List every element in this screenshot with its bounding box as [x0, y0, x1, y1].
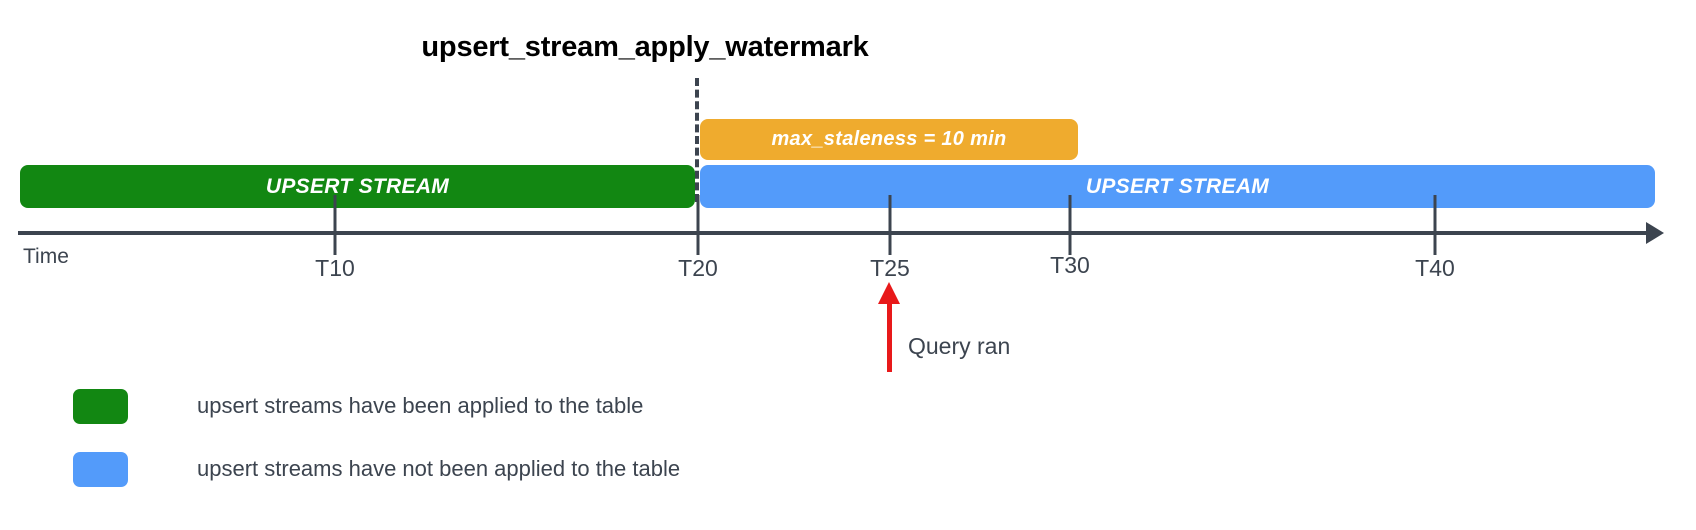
time-axis-line — [18, 231, 1654, 235]
tick-mark-t40 — [1433, 195, 1437, 255]
tick-label-t40: T40 — [1415, 255, 1455, 281]
legend-swatch-blue — [73, 451, 128, 487]
upsert-stream-unapplied-bar: UPSERT STREAM — [700, 165, 1655, 208]
legend-swatch-green — [73, 388, 128, 424]
tick-mark-t30 — [1068, 195, 1072, 255]
legend-label-unapplied: upsert streams have not been applied to … — [197, 456, 681, 481]
query-ran-arrow-shaft — [887, 300, 892, 372]
tick-mark-t25 — [888, 195, 892, 255]
upsert-stream-applied-label: UPSERT STREAM — [265, 174, 450, 198]
tick-label-t25: T25 — [870, 255, 910, 281]
tick-label-t30: T30 — [1050, 252, 1090, 278]
max-staleness-label: max_staleness = 10 min — [771, 128, 1007, 150]
legend-item-applied: upsert streams have been applied to the … — [73, 388, 680, 424]
query-ran-label: Query ran — [908, 333, 1011, 359]
time-axis-arrow-icon — [1646, 222, 1664, 244]
legend: upsert streams have been applied to the … — [73, 388, 680, 514]
tick-mark-t20 — [696, 195, 700, 255]
max-staleness-bar: max_staleness = 10 min — [700, 119, 1078, 160]
upsert-stream-unapplied-label: UPSERT STREAM — [1085, 174, 1270, 198]
legend-label-applied: upsert streams have been applied to the … — [197, 393, 644, 418]
time-axis-label: Time — [23, 245, 69, 268]
upsert-stream-applied-bar: UPSERT STREAM — [20, 165, 695, 208]
query-ran-arrow-icon — [878, 282, 900, 304]
legend-item-unapplied: upsert streams have not been applied to … — [73, 451, 680, 487]
tick-mark-t10 — [333, 195, 337, 255]
tick-label-t20: T20 — [678, 255, 718, 281]
watermark-dotted-line — [695, 78, 699, 202]
page-title: upsert_stream_apply_watermark — [421, 31, 869, 63]
tick-label-t10: T10 — [315, 255, 355, 281]
